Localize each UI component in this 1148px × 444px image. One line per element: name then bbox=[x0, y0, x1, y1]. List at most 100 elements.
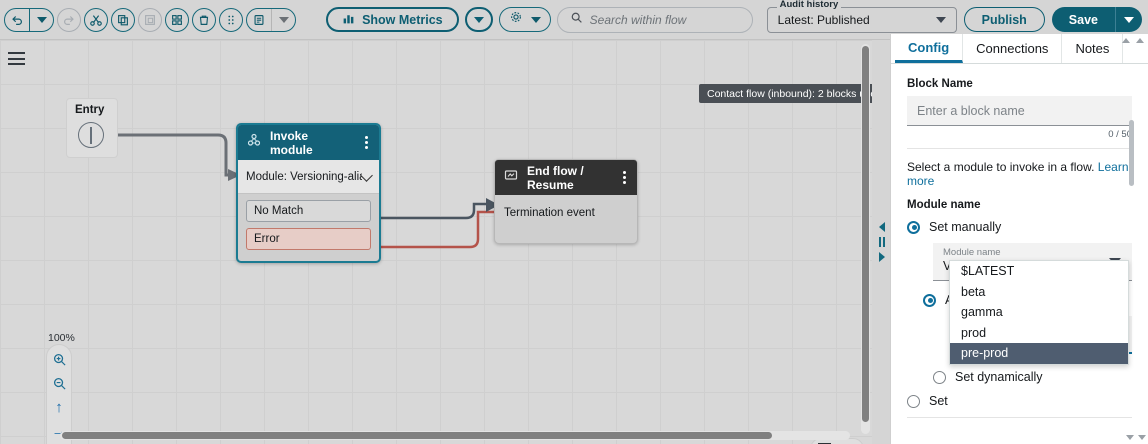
align-button[interactable] bbox=[219, 7, 243, 32]
select-all-button[interactable] bbox=[165, 7, 189, 32]
top-toolbar: Show Metrics Search within flow Audit hi… bbox=[0, 0, 1148, 40]
settings-button[interactable] bbox=[498, 7, 551, 32]
save-button[interactable]: Save bbox=[1051, 7, 1115, 32]
radio-button[interactable] bbox=[907, 394, 920, 408]
radio-label: Set manually bbox=[929, 220, 1002, 234]
tab-notes[interactable]: Notes bbox=[1062, 34, 1124, 63]
dropdown-option[interactable]: gamma bbox=[961, 305, 1003, 320]
zoom-level-label: 100% bbox=[48, 332, 75, 344]
block-end-flow-resume[interactable]: End flow / Resume Termination event bbox=[494, 159, 638, 244]
radio-set-dynamically[interactable]: Set dynamically bbox=[933, 370, 1132, 384]
panel-splitter[interactable] bbox=[874, 40, 890, 444]
undo-button[interactable] bbox=[4, 7, 54, 32]
dropdown-option[interactable]: prod bbox=[961, 325, 987, 340]
search-input[interactable]: Search within flow bbox=[589, 12, 687, 27]
kebab-menu-icon[interactable] bbox=[362, 134, 371, 151]
paste-button[interactable] bbox=[138, 7, 162, 32]
notes-dropdown-caret[interactable] bbox=[271, 8, 295, 31]
block-body-text: Termination event bbox=[504, 207, 595, 219]
toolbar-right-group: Audit history Latest: Published Publish … bbox=[766, 0, 1148, 33]
port-no-match[interactable]: No Match bbox=[246, 200, 371, 222]
undo-icon[interactable] bbox=[5, 9, 29, 31]
block-title: Invoke module bbox=[270, 128, 313, 157]
entry-point-icon bbox=[78, 122, 104, 148]
arrow-up-icon[interactable]: ↑ bbox=[55, 399, 63, 416]
grip-icon[interactable] bbox=[879, 237, 885, 247]
port-error[interactable]: Error bbox=[246, 228, 371, 250]
block-invoke-module[interactable]: Invoke module Module: Versioning-aliasi.… bbox=[236, 123, 381, 263]
panel-tabs: Config Connections Notes bbox=[891, 34, 1148, 64]
delete-button[interactable] bbox=[192, 7, 216, 32]
learn-more-link[interactable]: Learn more bbox=[907, 160, 1129, 188]
aliases-dropdown-list[interactable]: $LATEST beta gamma prod pre-prod bbox=[949, 260, 1129, 365]
caret-right-icon[interactable] bbox=[879, 252, 885, 262]
block-module-text: Module: Versioning-aliasi... bbox=[246, 170, 362, 183]
dropdown-option[interactable]: $LATEST bbox=[961, 264, 1015, 279]
notes-button[interactable] bbox=[246, 7, 296, 32]
block-title: End flow / Resume bbox=[527, 163, 584, 192]
note-icon[interactable] bbox=[247, 9, 271, 31]
panel-scroll-thumb[interactable] bbox=[1129, 120, 1134, 186]
metrics-dropdown-button[interactable] bbox=[464, 7, 493, 32]
divider bbox=[907, 148, 1132, 149]
edit-toolbar-group bbox=[0, 7, 296, 32]
audit-history-select[interactable]: Latest: Published bbox=[766, 6, 957, 33]
cut-button[interactable] bbox=[84, 7, 108, 32]
audit-history-select-wrap: Audit history Latest: Published bbox=[766, 0, 957, 33]
tab-config[interactable]: Config bbox=[895, 34, 964, 63]
divider bbox=[907, 417, 1132, 418]
radio-button[interactable] bbox=[907, 220, 920, 234]
save-dropdown-caret[interactable] bbox=[1115, 7, 1142, 32]
zoom-out-icon[interactable] bbox=[50, 376, 68, 391]
audit-history-value: Latest: Published bbox=[777, 12, 870, 27]
canvas-horizontal-scrollbar[interactable] bbox=[60, 431, 850, 440]
save-button-group: Save bbox=[1051, 7, 1142, 32]
publish-button[interactable]: Publish bbox=[963, 7, 1045, 32]
hamburger-icon[interactable] bbox=[8, 52, 25, 65]
canvas-status-tooltip: Contact flow (inbound): 2 blocks used bbox=[699, 84, 872, 103]
caret-down-icon[interactable] bbox=[1138, 435, 1146, 440]
radio-set-manually[interactable]: Set manually bbox=[907, 220, 1132, 234]
fit-to-screen-icon[interactable] bbox=[818, 442, 832, 444]
panel-scroll-down-arrows[interactable] bbox=[1126, 435, 1146, 440]
gear-icon bbox=[509, 10, 523, 29]
radio-button[interactable] bbox=[923, 293, 936, 307]
dropdown-option-selected[interactable]: pre-prod bbox=[950, 343, 1128, 364]
search-within-flow[interactable]: Search within flow bbox=[556, 6, 753, 33]
tab-label: Notes bbox=[1075, 41, 1110, 56]
settings-dropdown-caret[interactable] bbox=[530, 16, 541, 23]
radio-label: Set bbox=[929, 394, 948, 408]
block-name-input[interactable]: Enter a block name bbox=[907, 96, 1132, 126]
block-header: Invoke module bbox=[238, 125, 379, 160]
properties-panel: Config Connections Notes Block Name Ente… bbox=[890, 34, 1148, 444]
flow-canvas[interactable]: Entry Invoke module Module: Versioning-a… bbox=[0, 40, 872, 444]
kebab-menu-icon[interactable] bbox=[620, 169, 629, 186]
caret-left-icon[interactable] bbox=[879, 222, 885, 232]
tab-label: Connections bbox=[976, 41, 1049, 56]
panel-scroll-up-arrows[interactable] bbox=[1122, 38, 1144, 43]
block-header: End flow / Resume bbox=[495, 160, 637, 195]
radio-label: Set dynamically bbox=[955, 370, 1043, 384]
module-icon bbox=[246, 132, 262, 153]
caret-up-icon[interactable] bbox=[1136, 38, 1144, 43]
copy-button[interactable] bbox=[111, 7, 135, 32]
canvas-vertical-scrollbar[interactable] bbox=[861, 44, 870, 434]
tab-connections[interactable]: Connections bbox=[963, 34, 1063, 63]
caret-down-icon[interactable] bbox=[1126, 435, 1134, 440]
module-helper-text: Select a module to invoke in a flow. Lea… bbox=[907, 160, 1132, 188]
show-metrics-label: Show Metrics bbox=[362, 12, 443, 27]
block-module-selector[interactable]: Module: Versioning-aliasi... bbox=[238, 160, 379, 194]
show-metrics-button[interactable]: Show Metrics bbox=[326, 7, 459, 32]
helper-text: Select a module to invoke in a flow. bbox=[907, 160, 1095, 174]
panel-body: Block Name Enter a block name 0 / 50 Sel… bbox=[891, 64, 1148, 418]
chevron-down-icon bbox=[360, 168, 373, 182]
undo-dropdown-caret[interactable] bbox=[29, 8, 53, 31]
radio-button[interactable] bbox=[933, 370, 946, 384]
dropdown-option[interactable]: beta bbox=[961, 284, 986, 299]
radio-set-other[interactable]: Set bbox=[907, 394, 1132, 408]
caret-up-icon[interactable] bbox=[1122, 38, 1130, 43]
save-label: Save bbox=[1068, 12, 1098, 27]
redo-button[interactable] bbox=[57, 7, 81, 32]
zoom-in-icon[interactable] bbox=[50, 352, 68, 367]
